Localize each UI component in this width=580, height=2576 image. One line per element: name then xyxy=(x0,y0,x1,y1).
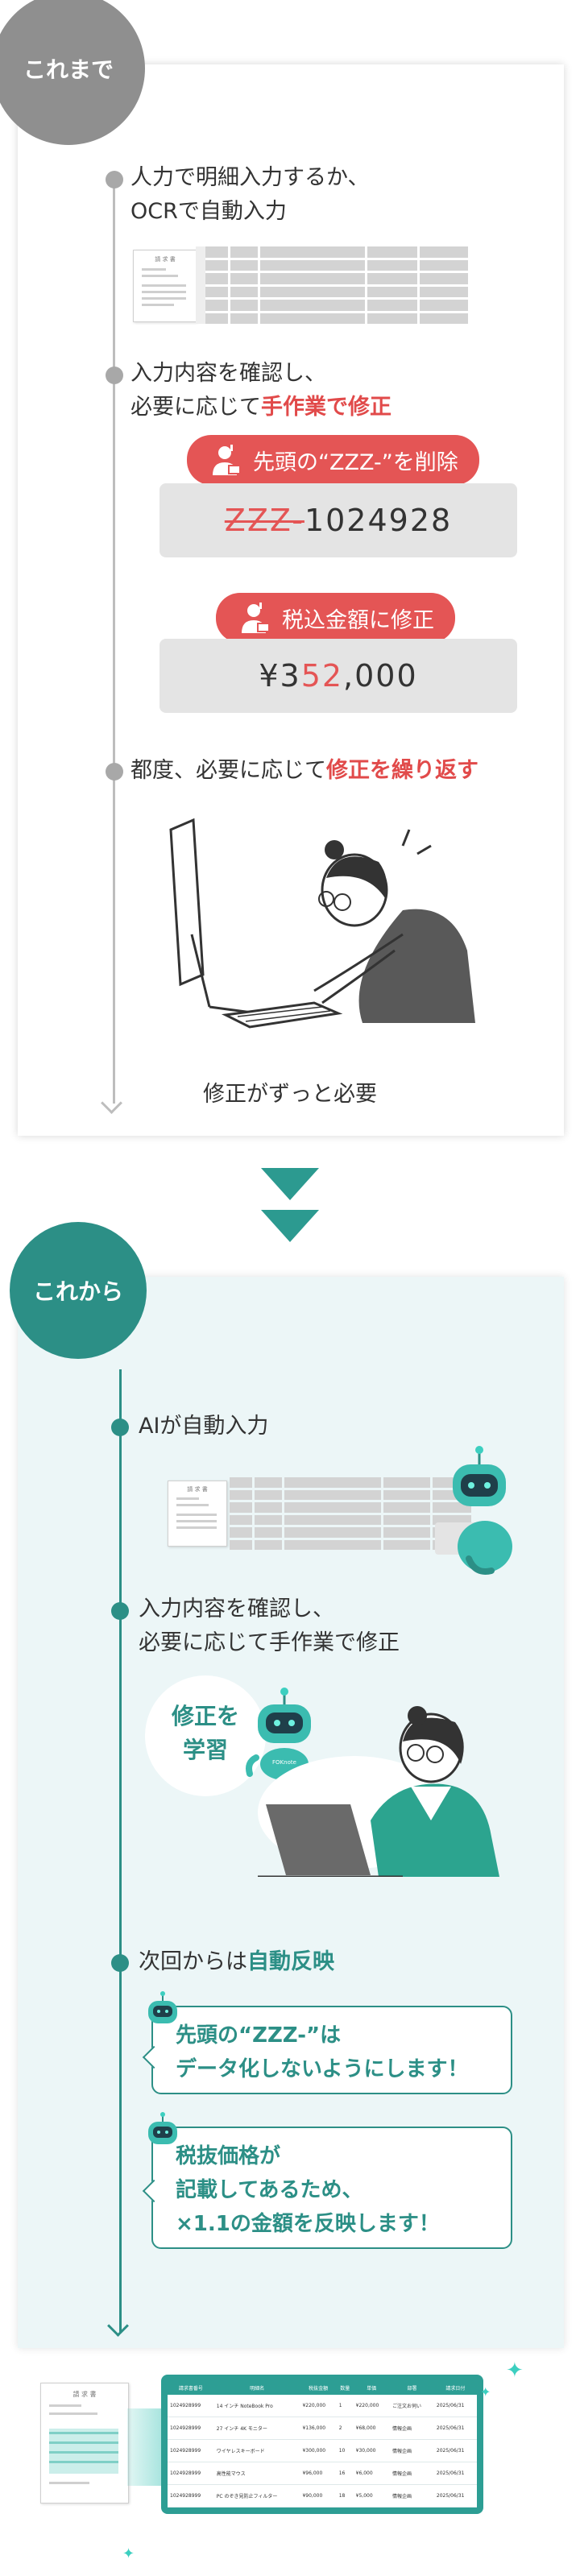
table-cell: ご注文お伺い xyxy=(389,2395,434,2417)
table-cell: ¥96,000 xyxy=(300,2462,337,2485)
table-cell: ワイヤレスキーボード xyxy=(213,2439,300,2462)
table-cell: ¥6,000 xyxy=(353,2462,390,2485)
table-cell: 2025/06/31 xyxy=(433,2417,477,2440)
table-cell: 2025/06/31 xyxy=(433,2439,477,2462)
table-cell: 1024928999 xyxy=(168,2484,214,2508)
ai-input-table xyxy=(230,1477,471,1550)
before-step2: 入力内容を確認し、 必要に応じて手作業で修正 xyxy=(130,361,392,420)
table-cell: ¥136,000 xyxy=(300,2417,337,2440)
sparkle-icon: ✦ xyxy=(480,2384,491,2400)
table-cell: 2025/06/31 xyxy=(433,2395,477,2417)
robot-avatar-icon xyxy=(148,1991,177,2023)
table-cell: ¥68,000 xyxy=(353,2417,390,2440)
table-header-cell: 税抜金額 xyxy=(300,2381,337,2395)
table-cell: 16 xyxy=(336,2462,354,2485)
step-dot-icon xyxy=(111,1418,129,1436)
step-dot-icon xyxy=(106,367,123,384)
table-cell: ¥5,000 xyxy=(353,2484,390,2508)
chevron-down-icon xyxy=(261,1168,319,1200)
table-cell: 10 xyxy=(336,2439,354,2462)
after-badge: これから xyxy=(10,1222,147,1359)
table-cell: ¥300,000 xyxy=(300,2439,337,2462)
table-header-cell: 数量 xyxy=(336,2381,354,2395)
table-cell: 高性能マウス xyxy=(213,2462,300,2485)
ai-robot-icon xyxy=(435,1446,512,1575)
fix1-callout: 先頭の“ZZZ-”を削除 xyxy=(187,435,479,498)
robot-label: FOKnote xyxy=(272,1759,296,1766)
manual-input-table xyxy=(205,246,475,324)
table-header-cell: 単価 xyxy=(353,2381,390,2395)
table-cell: 情報企画 xyxy=(389,2462,434,2485)
learn-bubble: 修正を 学習 xyxy=(145,1675,266,1796)
table-cell: 1024928999 xyxy=(168,2417,214,2440)
table-cell: 2025/06/31 xyxy=(433,2462,477,2485)
table-header-cell: 明細名 xyxy=(213,2381,300,2395)
after-step3: 次回からは自動反映 xyxy=(139,1949,334,1974)
robot-avatar-icon xyxy=(148,2112,177,2144)
table-cell: 1024928999 xyxy=(168,2439,214,2462)
before-timeline xyxy=(113,176,115,1104)
worker-person-icon xyxy=(213,445,241,475)
sparkle-icon: ✦ xyxy=(506,2359,524,2383)
table-cell: 2025/06/31 xyxy=(433,2484,477,2508)
invoice-doc-icon: 請 求 書 xyxy=(40,2383,129,2504)
fix2-callout: 税込金額に修正 xyxy=(216,593,455,656)
sparkle-icon: ✦ xyxy=(122,2545,135,2562)
table-cell: 情報企画 xyxy=(389,2439,434,2462)
step-dot-icon xyxy=(111,1954,129,1972)
table-cell: 2 xyxy=(336,2417,354,2440)
worker-person-icon xyxy=(242,603,270,633)
table-header-cell: 請求書番号 xyxy=(168,2381,214,2395)
table-cell: 情報企画 xyxy=(389,2417,434,2440)
after-step1: AIが自動入力 xyxy=(139,1414,269,1439)
fix1-value-box: ZZZ-1024928 xyxy=(160,483,517,557)
happy-worker-illustration xyxy=(258,1706,499,1877)
auto-reflect-message-1: 先頭の“ZZZ-”は データ化しないようにします！ xyxy=(151,2006,512,2094)
step-dot-icon xyxy=(111,1602,129,1620)
table-cell: 14 インチ NoteBook Pro xyxy=(213,2395,300,2417)
tired-worker-illustration xyxy=(169,818,475,1029)
table-cell: ¥90,000 xyxy=(300,2484,337,2508)
table-cell: 1024928999 xyxy=(168,2462,214,2485)
before-step1: 人力で明細入力するか、 OCRで自動入力 xyxy=(130,165,370,224)
table-header-cell: 部署 xyxy=(389,2381,434,2395)
invoice-doc-icon: 請 求 書 xyxy=(133,250,197,322)
table-cell: ¥30,000 xyxy=(353,2439,390,2462)
table-cell: 18 xyxy=(336,2484,354,2508)
table-cell: PC のぞき見防止フィルター xyxy=(213,2484,300,2508)
before-bottom-text: 修正がずっと必要 xyxy=(203,1082,377,1107)
chevron-down-icon xyxy=(261,1210,319,1242)
table-cell: 27 インチ 4K モニター xyxy=(213,2417,300,2440)
table-header-cell: 請求日付 xyxy=(433,2381,477,2395)
after-timeline xyxy=(119,1369,122,2332)
table-cell: 情報企画 xyxy=(389,2484,434,2508)
table-cell: 1024928999 xyxy=(168,2395,214,2417)
invoice-doc-icon: 請 求 書 xyxy=(168,1481,227,1547)
step-dot-icon xyxy=(106,171,123,188)
table-cell: ¥220,000 xyxy=(353,2395,390,2417)
after-step2: 入力内容を確認し、 必要に応じて手作業で修正 xyxy=(139,1597,400,1655)
auto-reflect-message-2: 税抜価格が 記載してあるため、 ×1.1の金額を反映します！ xyxy=(151,2127,512,2249)
step-dot-icon xyxy=(106,763,123,781)
before-badge: これまで xyxy=(0,0,145,145)
before-step3: 都度、必要に応じて修正を繰り返す xyxy=(130,758,478,783)
table-cell: 1 xyxy=(336,2395,354,2417)
table-cell: ¥220,000 xyxy=(300,2395,337,2417)
